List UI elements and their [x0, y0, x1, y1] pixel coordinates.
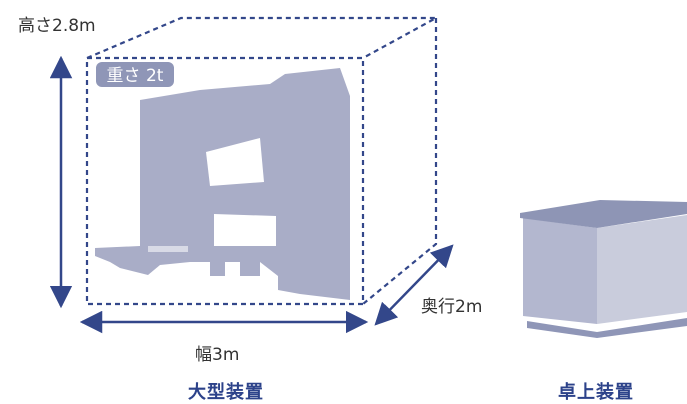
height-label: 高さ2.8m: [18, 16, 96, 36]
desktop-equipment-caption: 卓上装置: [558, 382, 634, 403]
weight-label: 重さ 2t: [107, 66, 164, 86]
weight-badge: 重さ 2t: [96, 62, 174, 87]
depth-arrow: [374, 244, 454, 326]
width-label: 幅3m: [195, 345, 240, 365]
large-equipment-caption: 大型装置: [188, 382, 264, 403]
desktop-device-box: [520, 200, 687, 338]
depth-label: 奥行2m: [421, 297, 483, 317]
large-machine-silhouette: [95, 68, 350, 300]
